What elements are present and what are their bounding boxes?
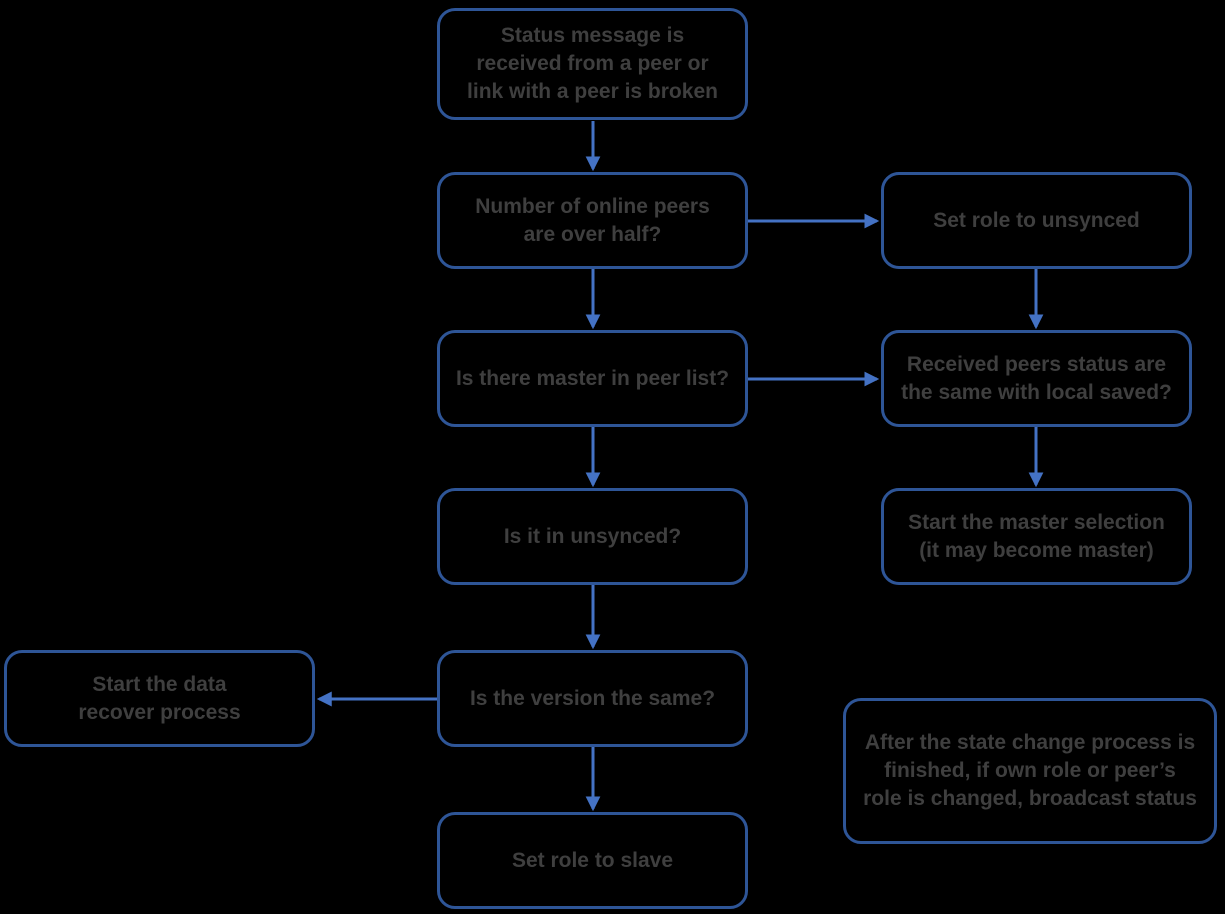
node-set-role-unsynced: Set role to unsynced <box>881 172 1192 269</box>
node-peers-status-same: Received peers status are the same with … <box>881 330 1192 427</box>
node-master-in-peer-list: Is there master in peer list? <box>437 330 748 427</box>
node-version-same: Is the version the same? <box>437 650 748 747</box>
node-start-master-selection: Start the master selection (it may becom… <box>881 488 1192 585</box>
node-start-data-recover: Start the data recover process <box>4 650 315 747</box>
node-status-received: Status message is received from a peer o… <box>437 8 748 120</box>
node-broadcast-note: After the state change process is finish… <box>843 698 1217 844</box>
node-set-role-slave: Set role to slave <box>437 812 748 909</box>
node-is-it-unsynced: Is it in unsynced? <box>437 488 748 585</box>
node-peers-over-half: Number of online peers are over half? <box>437 172 748 269</box>
